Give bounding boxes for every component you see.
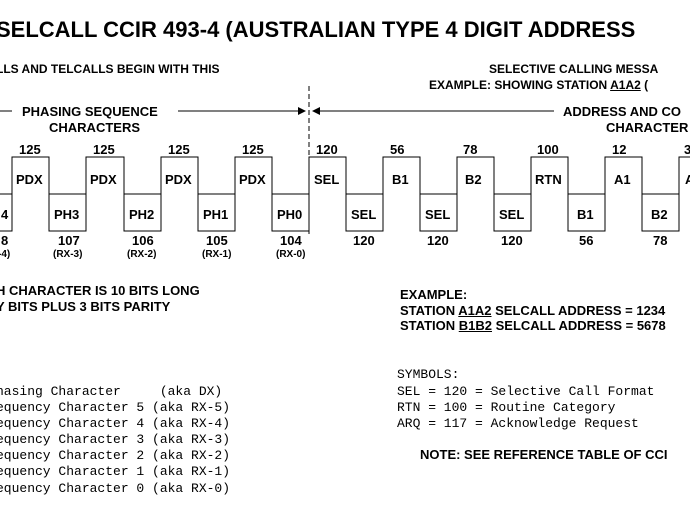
example-line2-suffix: SELCALL ADDRESS = 5678 (492, 318, 666, 333)
bottom-label-1: 4 (1, 207, 9, 222)
top-code-10: 3 (684, 142, 690, 157)
bottom-label-8: SEL (499, 207, 525, 222)
top-code-9: 12 (612, 142, 627, 157)
header-right-line2: EXAMPLE: SHOWING STATION A1A2 ( (429, 78, 648, 92)
bottom-label-5: PH0 (277, 207, 303, 222)
bottom-code-7: 120 (427, 233, 449, 248)
top-code-6: 56 (390, 142, 405, 157)
bottom-code-8: 120 (501, 233, 523, 248)
bottom-sub-2: (RX-3) (53, 249, 83, 260)
top-label-9: A1 (614, 172, 631, 187)
bottom-code-2: 107 (58, 233, 80, 248)
bottom-code-3: 106 (132, 233, 154, 248)
legend-item: equency Character 4 (aka RX-4) (0, 416, 231, 431)
bottom-label-9: B1 (577, 207, 594, 222)
example-line1-suffix: SELCALL ADDRESS = 1234 (491, 303, 666, 318)
address-label-line2: CHARACTER (606, 120, 689, 135)
top-label-5: SEL (314, 172, 340, 187)
bottom-label-6: SEL (351, 207, 377, 222)
bottom-code-5: 104 (280, 233, 302, 248)
bottom-label-7: SEL (425, 207, 451, 222)
top-label-3: PDX (165, 172, 192, 187)
top-label-4: PDX (239, 172, 266, 187)
top-code-2: 125 (93, 142, 115, 157)
phasing-label-line2: CHARACTERS (49, 120, 140, 135)
top-label-10: A (685, 172, 690, 187)
legend-item: hasing Character (aka DX) (0, 384, 223, 399)
top-code-3: 125 (168, 142, 190, 157)
legend-item: equency Character 0 (aka RX-0) (0, 481, 231, 496)
legend-item: equency Character 3 (aka RX-3) (0, 432, 231, 447)
symbol-item: SEL = 120 = Selective Call Format (397, 384, 655, 399)
note-bits-line1: H CHARACTER IS 10 BITS LONG (0, 283, 200, 298)
bottom-label-4: PH1 (203, 207, 229, 222)
reference-note: NOTE: SEE REFERENCE TABLE OF CCI (420, 447, 668, 462)
example-heading: EXAMPLE: (400, 287, 468, 302)
top-code-1: 125 (19, 142, 41, 157)
address-label-line1: ADDRESS AND CO (563, 104, 681, 119)
symbol-item: ARQ = 117 = Acknowledge Request (397, 416, 639, 431)
example-line2-station: B1B2 (458, 318, 492, 333)
bottom-label-3: PH2 (129, 207, 155, 222)
phasing-label-line1: PHASING SEQUENCE (22, 104, 158, 119)
bottom-code-1: 8 (1, 233, 9, 248)
bottom-sub-1: -4) (0, 249, 11, 260)
top-label-2: PDX (90, 172, 117, 187)
example-line1: STATION A1A2 SELCALL ADDRESS = 1234 (400, 303, 665, 318)
bottom-code-4: 105 (206, 233, 228, 248)
bottom-code-10: 78 (653, 233, 668, 248)
symbols-heading: SYMBOLS: (397, 367, 460, 382)
example-line1-station: A1A2 (458, 303, 492, 318)
header-right-suffix: ( (640, 78, 649, 92)
example-line2: STATION B1B2 SELCALL ADDRESS = 5678 (400, 318, 666, 333)
bottom-code-6: 120 (353, 233, 375, 248)
header-right-station: A1A2 (610, 78, 641, 92)
top-code-8: 100 (537, 142, 559, 157)
example-line2-prefix: STATION (400, 318, 459, 333)
bottom-label-10: B2 (651, 207, 668, 222)
top-label-1: PDX (16, 172, 43, 187)
top-code-5: 120 (316, 142, 338, 157)
bottom-sub-5: (RX-0) (276, 249, 306, 260)
bottom-label-2: PH3 (54, 207, 80, 222)
top-label-8: RTN (535, 172, 562, 187)
header-right-line1: SELECTIVE CALLING MESSA (489, 62, 659, 76)
top-label-6: B1 (392, 172, 409, 187)
symbol-item: RTN = 100 = Routine Category (397, 400, 616, 415)
legend-item: equency Character 2 (aka RX-2) (0, 448, 231, 463)
bottom-sub-3: (RX-2) (127, 249, 157, 260)
note-bits-line2: Y BITS PLUS 3 BITS PARITY (0, 299, 171, 314)
legend-item: equency Character 1 (aka RX-1) (0, 464, 231, 479)
legend-item: equency Character 5 (aka RX-5) (0, 400, 231, 415)
top-label-7: B2 (465, 172, 482, 187)
diagram-title: SELCALL CCIR 493-4 (AUSTRALIAN TYPE 4 DI… (0, 17, 636, 42)
bottom-sub-4: (RX-1) (202, 249, 232, 260)
example-line1-prefix: STATION (400, 303, 459, 318)
bottom-code-9: 56 (579, 233, 594, 248)
header-right-prefix: EXAMPLE: SHOWING STATION (429, 78, 611, 92)
header-left: LLS AND TELCALLS BEGIN WITH THIS (0, 62, 220, 76)
top-code-7: 78 (463, 142, 478, 157)
top-code-4: 125 (242, 142, 264, 157)
